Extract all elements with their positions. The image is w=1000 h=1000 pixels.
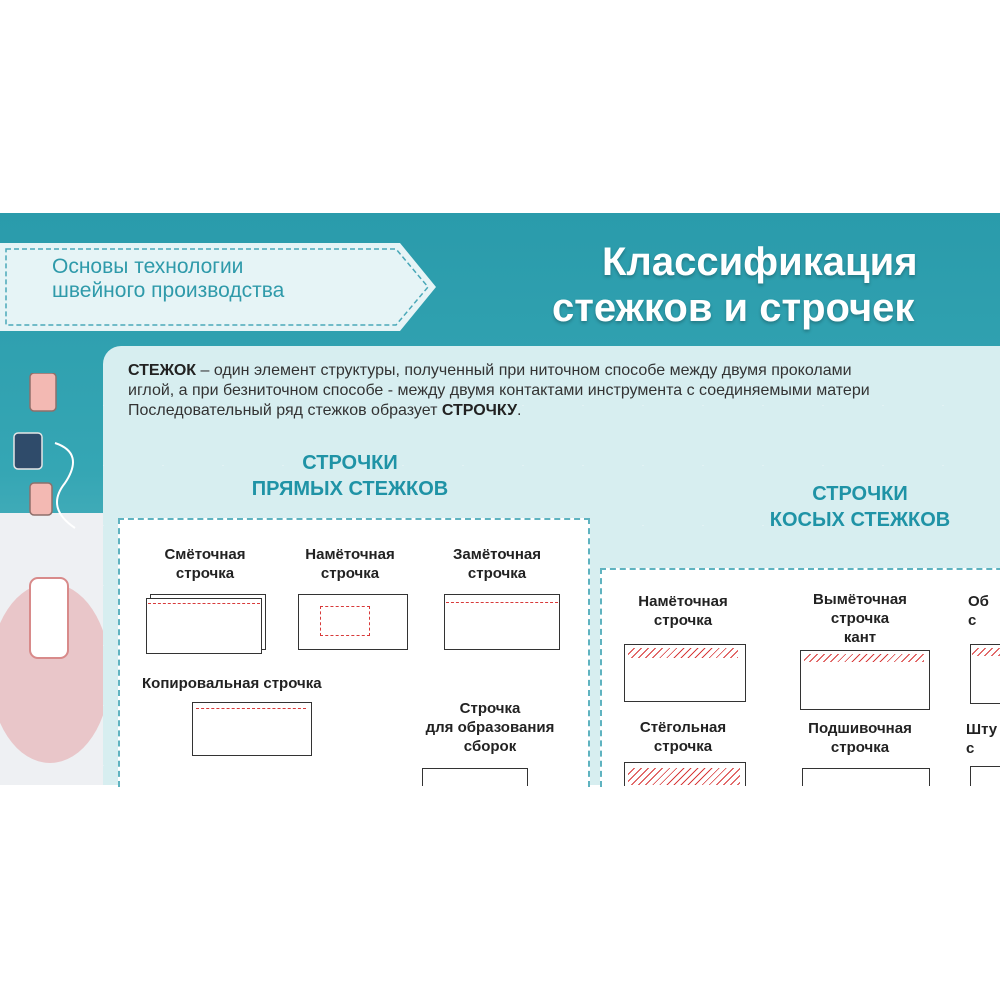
fabric-sample-inner (320, 606, 370, 636)
straight-item-3-line-1: Копировальная строчка (142, 675, 322, 692)
definition-line-1: – один элемент структуры, полученный при… (196, 362, 852, 379)
oblique-item-2-line-1: Об (968, 593, 989, 610)
definition-term: СТЕЖОК (128, 362, 197, 379)
straight-item-label: Строчка для образования сборок (420, 699, 560, 756)
oblique-stitch-hatch (972, 648, 1000, 656)
oblique-item-label: Шту с (966, 720, 1000, 758)
oblique-item-3-line-1: Стёгольная (639, 719, 727, 736)
definition-term-2: СТРОЧКУ (441, 402, 518, 419)
oblique-item-label: Вымёточная строчка кант (790, 590, 930, 647)
oblique-stitch-hatch (628, 768, 740, 785)
straight-item-label: Замёточная строчка (432, 545, 562, 583)
straight-title-line-1: СТРОЧКИ (302, 452, 398, 474)
straight-item-1-line-2: строчка (320, 565, 380, 582)
definition-period: . (517, 402, 522, 419)
oblique-item-2-line-2: с (968, 612, 977, 629)
straight-item-4-line-3: сборок (463, 738, 517, 755)
fabric-sample (970, 766, 1000, 786)
definition-line-3: Последовательный ряд стежков образует (128, 402, 442, 419)
oblique-item-label: Стёгольная строчка (618, 718, 748, 756)
subject-ribbon-text: Основы технологии швейного производства (52, 255, 284, 303)
stitch-line (148, 603, 260, 604)
definition-text: СТЕЖОК – один элемент структуры, получен… (128, 361, 1000, 421)
oblique-item-label: Подшивочная строчка (790, 719, 930, 757)
title-line-2: стежков и строчек (552, 286, 915, 330)
title-line-1: Классификация (602, 240, 918, 284)
fabric-sample (444, 594, 560, 650)
straight-section-title: СТРОЧКИ ПРЯМЫХ СТЕЖКОВ (210, 450, 490, 502)
straight-item-label: Намёточная строчка (285, 545, 415, 583)
straight-item-label: Смёточная строчка (140, 545, 270, 583)
oblique-item-5-line-1: Шту (966, 721, 998, 738)
oblique-stitch-hatch (628, 648, 738, 658)
oblique-item-0-line-2: строчка (653, 612, 713, 629)
oblique-item-label: Намёточная строчка (618, 592, 748, 630)
subject-ribbon (0, 243, 436, 331)
sewing-items-illustration (0, 373, 110, 763)
oblique-item-0-line-1: Намёточная (638, 593, 728, 610)
poster: Основы технологии швейного производства … (0, 213, 1000, 785)
oblique-title-line-2: КОСЫХ СТЕЖКОВ (769, 509, 951, 531)
straight-item-label: Копировальная строчка (142, 674, 372, 693)
straight-item-0-line-1: Смёточная (164, 546, 246, 563)
oblique-item-5-line-2: с (966, 740, 975, 757)
fabric-sample (146, 598, 262, 654)
ribbon-line-1: Основы технологии (52, 255, 244, 278)
oblique-item-label: Об с (968, 592, 1000, 630)
fabric-sample (192, 702, 312, 756)
straight-item-2-line-2: строчка (467, 565, 527, 582)
oblique-stitch-hatch (804, 654, 924, 662)
straight-item-4-line-2: для образования (425, 719, 555, 736)
poster-title: Классификация стежков и строчек (552, 239, 1000, 331)
oblique-item-1-line-2: строчка (830, 610, 890, 627)
oblique-item-1-line-3: кант (843, 629, 877, 646)
oblique-item-4-line-2: строчка (830, 739, 890, 756)
straight-item-1-line-1: Намёточная (305, 546, 395, 563)
fabric-sample (422, 768, 528, 786)
oblique-item-3-line-2: строчка (653, 738, 713, 755)
stitch-line (196, 708, 306, 709)
ribbon-line-2: швейного производства (52, 279, 285, 302)
straight-title-line-2: ПРЯМЫХ СТЕЖКОВ (251, 478, 449, 500)
straight-item-0-line-2: строчка (175, 565, 235, 582)
oblique-title-line-1: СТРОЧКИ (812, 483, 908, 505)
fabric-sample (802, 768, 930, 786)
stitch-line (446, 602, 558, 603)
definition-line-2: иглой, а при безниточном способе - между… (128, 382, 870, 399)
oblique-item-1-line-1: Вымёточная (813, 591, 907, 608)
oblique-section-title: СТРОЧКИ КОСЫХ СТЕЖКОВ (730, 481, 990, 533)
straight-item-4-line-1: Строчка (459, 700, 521, 717)
oblique-item-4-line-1: Подшивочная (808, 720, 912, 737)
straight-item-2-line-1: Замёточная (453, 546, 541, 563)
